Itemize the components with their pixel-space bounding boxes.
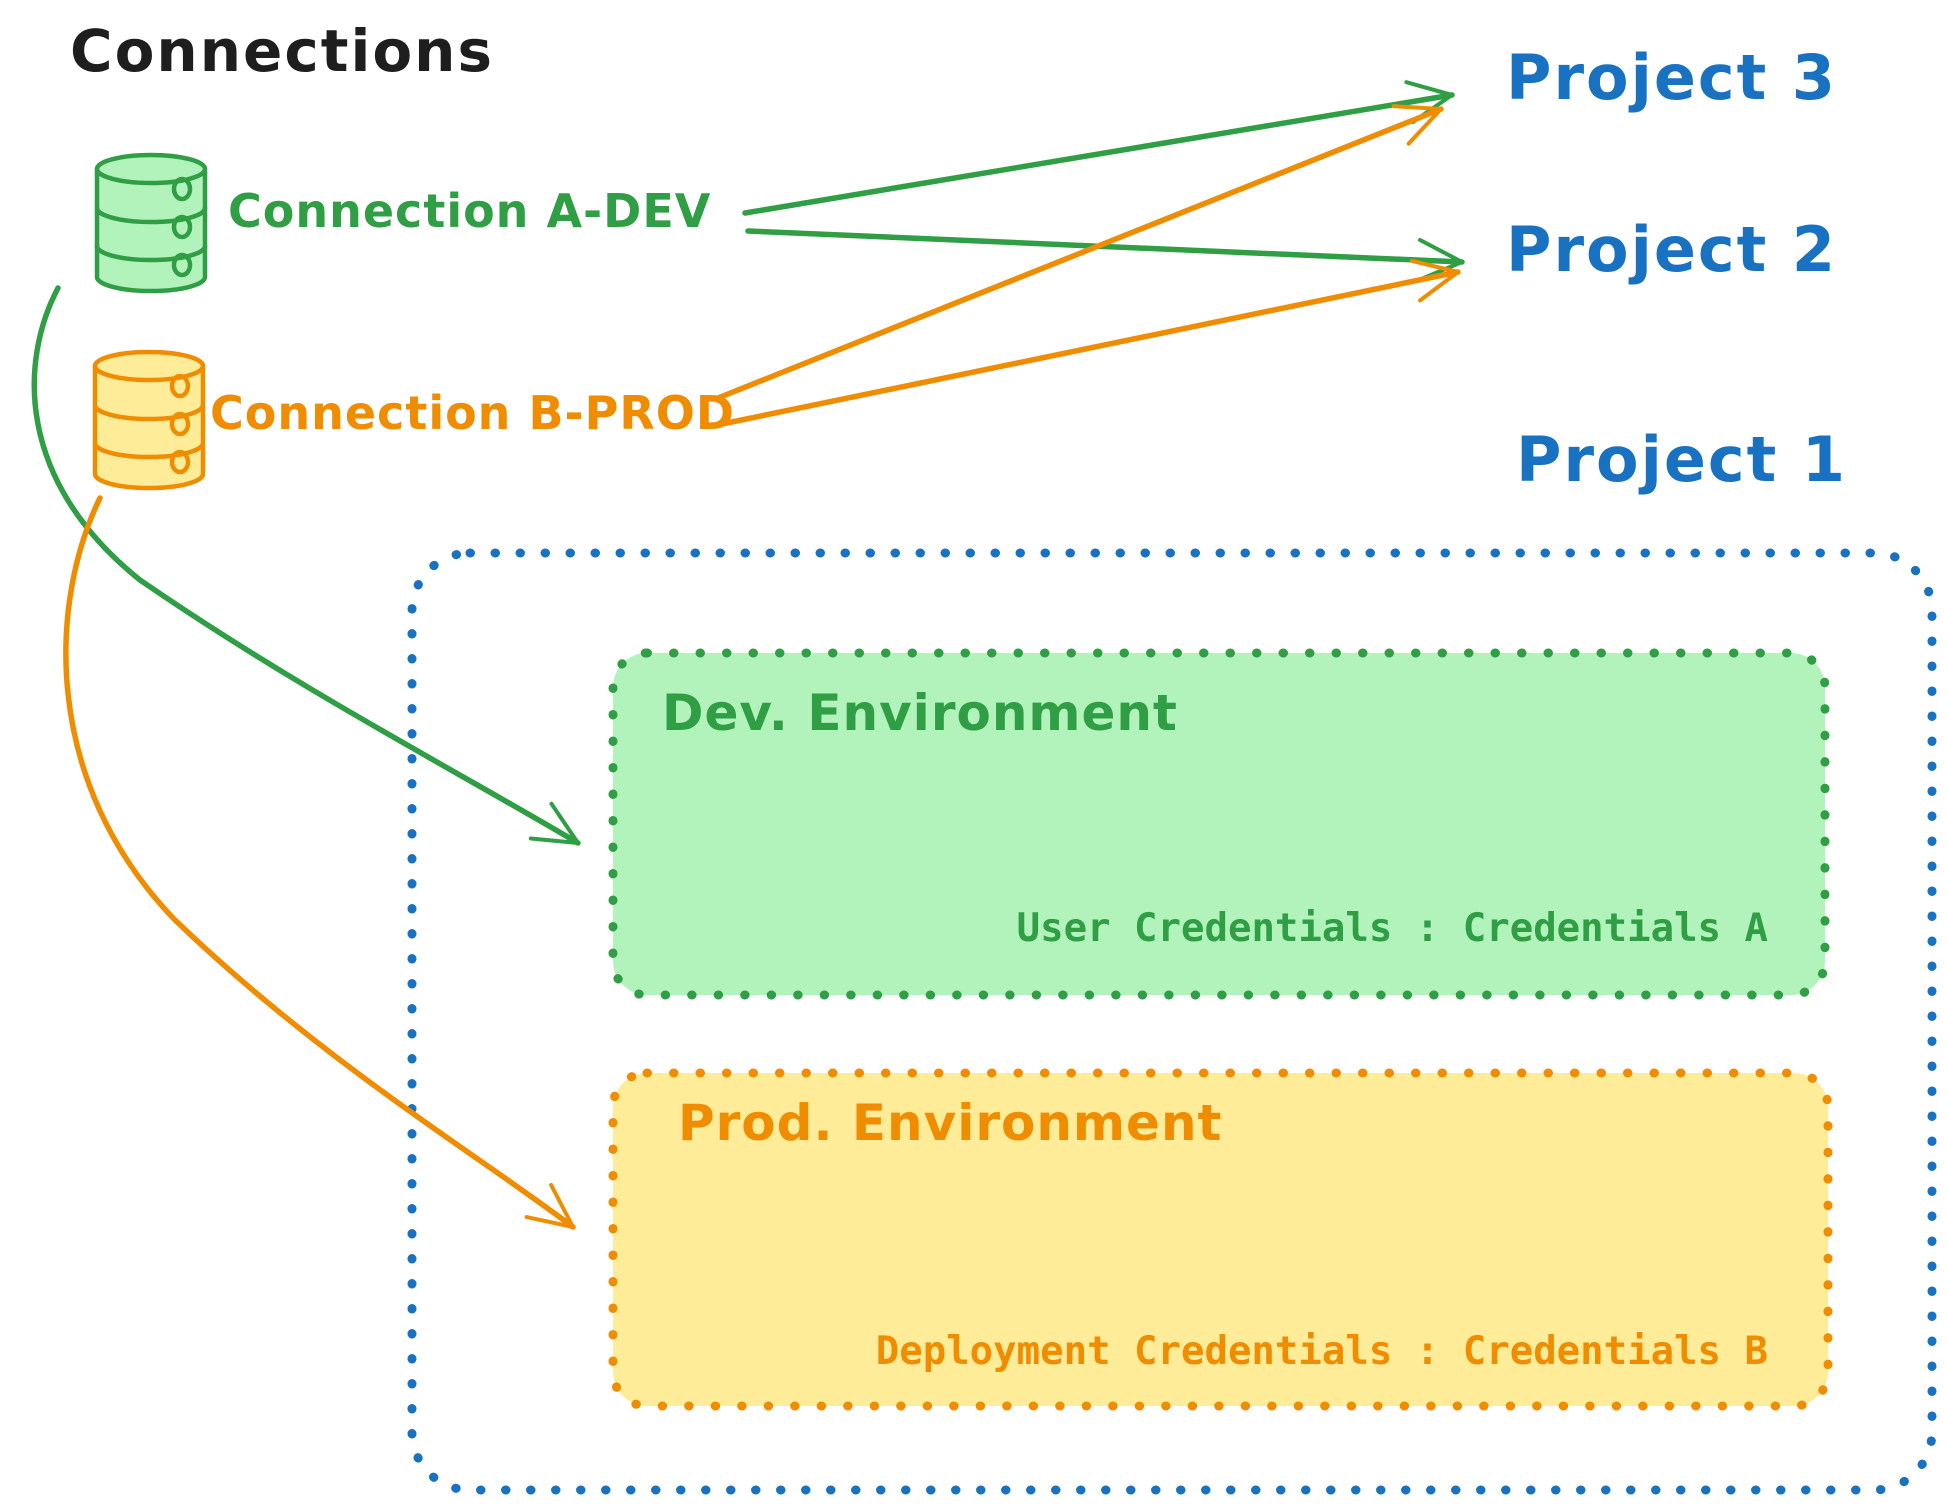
prod-environment-title: Prod. Environment <box>678 1094 1223 1152</box>
connection-a-dev-label: Connection A-DEV <box>228 184 712 238</box>
dev-environment-title: Dev. Environment <box>662 684 1178 742</box>
connection-b-prod-label: Connection B-PROD <box>210 386 736 440</box>
arrow-a-dev-to-project-2 <box>745 228 1465 283</box>
project-3-label: Project 3 <box>1506 41 1838 114</box>
diagram-title: Connections <box>70 17 494 85</box>
dev-environment-credentials: User Credentials : Credentials A <box>1016 906 1768 951</box>
arrow-a-dev-to-project-3 <box>742 80 1455 216</box>
project-2-label: Project 2 <box>1506 213 1838 286</box>
project1-container-box <box>407 548 1937 1495</box>
database-icon-a-dev <box>94 152 208 294</box>
database-icon-b-prod <box>92 349 206 491</box>
dev-environment-box <box>608 648 1830 1000</box>
arrow-b-prod-to-prod-environment <box>63 495 576 1230</box>
project-1-label: Project 1 <box>1516 423 1848 496</box>
arrow-a-dev-to-dev-environment <box>31 285 581 846</box>
arrow-b-prod-to-project-3 <box>715 104 1444 401</box>
arrow-b-prod-to-project-2 <box>719 258 1461 427</box>
prod-environment-box <box>608 1068 1833 1411</box>
prod-environment-credentials: Deployment Credentials : Credentials B <box>875 1329 1768 1374</box>
